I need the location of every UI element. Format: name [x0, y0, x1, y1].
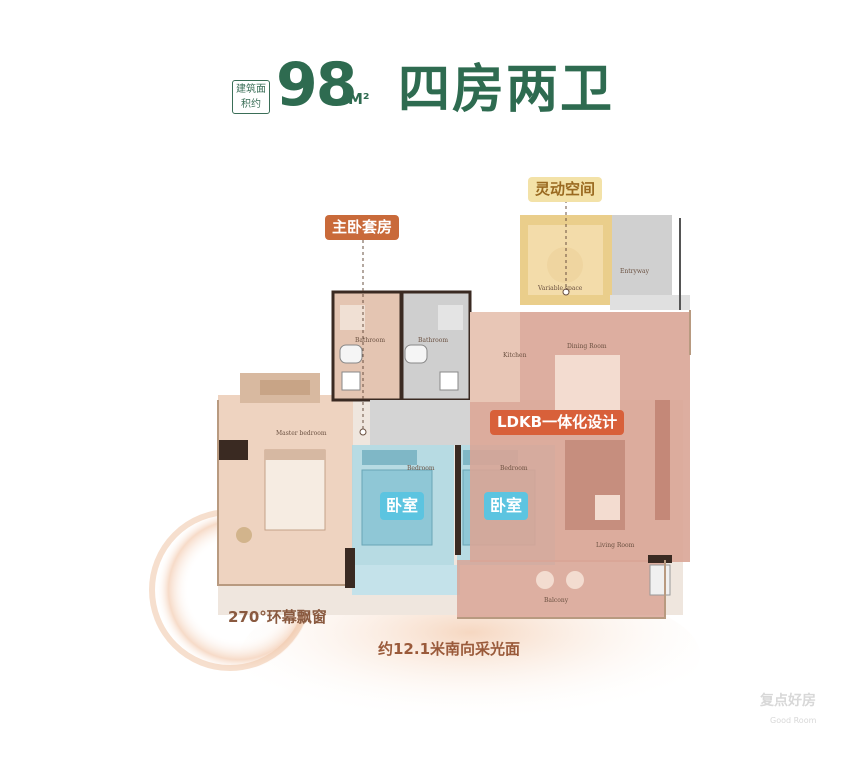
- bedroom-1-label: Bedroom: [407, 465, 435, 472]
- kitchen-label: Kitchen: [503, 352, 527, 359]
- master-bedroom-label: Master bedroom: [276, 430, 327, 437]
- variable-space-label: Variable space: [538, 285, 583, 292]
- area-unit: M²: [348, 90, 370, 108]
- ldkb-tag: LDKB一体化设计: [490, 410, 625, 435]
- watermark-logo: 复点好房: [760, 693, 816, 709]
- dining-room-label: Dining Room: [567, 343, 607, 350]
- bathroom-1-label: Bathroom: [355, 337, 386, 344]
- bedroom-2-label: Bedroom: [500, 465, 528, 472]
- bay-window-label: 270°环幕飘窗: [228, 608, 327, 626]
- header: 建筑面积约 98 M² 四房两卫: [0, 0, 860, 150]
- south-light-label: 约12.1米南向采光面: [378, 640, 521, 658]
- bedroom-b-tag: 卧室: [484, 492, 529, 520]
- watermark-sub: Good Room: [770, 716, 817, 725]
- area-prefix: 建筑面积约: [232, 80, 270, 114]
- bedroom-a-tag: 卧室: [380, 492, 425, 520]
- layout-title: 四房两卫: [398, 60, 615, 120]
- entryway-label: Entryway: [620, 268, 650, 275]
- bathroom-2-label: Bathroom: [418, 337, 449, 344]
- area-value: 98: [276, 50, 357, 120]
- master-suite-tag: 主卧套房: [325, 215, 400, 240]
- flexible-space-tag: 灵动空间: [528, 177, 603, 202]
- balcony-label: Balcony: [544, 597, 569, 604]
- living-room-label: Living Room: [596, 542, 635, 549]
